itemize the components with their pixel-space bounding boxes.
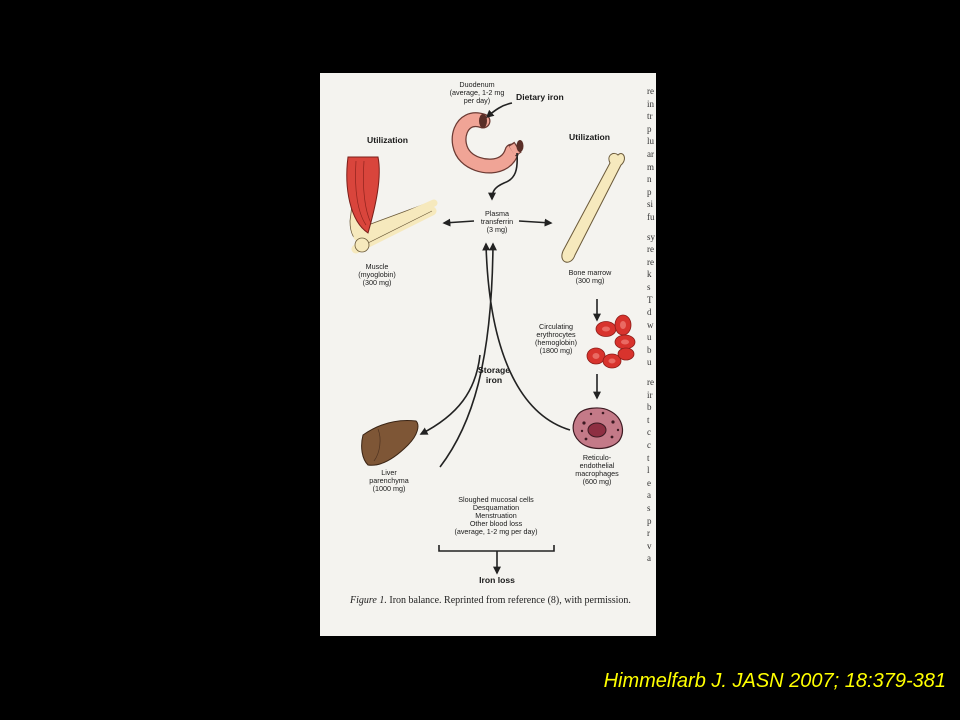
column-fragment: w [647,319,654,330]
duodenum-icon [451,112,524,174]
column-fragment: c [647,427,651,438]
column-fragment: T [647,294,653,305]
macrophages-label: Reticulo- endothelial macrophages (600 m… [575,453,619,487]
column-fragment: tr [647,111,653,122]
column-fragment: re [647,256,654,267]
column-fragment: v [647,540,652,551]
caption-label: Figure 1. [350,595,387,606]
erythrocytes-label: Circulating erythrocytes (hemoglobin) (1… [535,322,577,356]
column-fragment: n [647,174,652,185]
iron-loss-label: Iron loss [479,575,515,585]
utilization-left-label: Utilization [367,135,409,145]
iron-balance-diagram [346,102,636,575]
liver-icon [361,420,419,466]
dietary-iron-label: Dietary iron [516,92,564,102]
column-fragment: sy [647,231,656,242]
column-fragment: s [647,281,651,292]
column-fragment: d [647,307,652,318]
muscle-arm-icon [346,156,438,254]
column-fragment: e [647,477,651,488]
liver-label: Liver parenchyma (1000 mg) [369,468,409,494]
column-fragment: ar [647,148,654,159]
storage-iron-label: Storage iron [478,365,510,385]
figure-page: Duodenum (average, 1-2 mg per day) Dieta… [320,73,656,636]
column-fragment: u [647,357,652,368]
column-fragment: a [647,553,651,564]
column-fragment [647,369,656,376]
column-fragment: m [647,161,655,172]
citation-text: Himmelfarb J. JASN 2007; 18:379-381 [603,670,946,692]
bone-marrow-label: Bone marrow (300 mg) [568,268,612,286]
column-fragment: b [647,402,652,413]
bone-icon [561,152,625,263]
duodenum-label: Duodenum (average, 1-2 mg per day) [449,80,505,106]
muscle-label: Muscle (myoglobin) (300 mg) [358,262,396,288]
column-fragment: t [647,452,650,463]
column-fragment: fu [647,211,655,222]
column-fragment: re [647,377,654,388]
column-fragment: p [647,186,652,197]
column-fragment: s [647,503,651,513]
caption-text: Iron balance. Reprinted from reference (… [386,595,631,606]
column-fragment: ir [647,389,653,400]
flow-arrows [419,102,601,575]
column-fragment: u [647,332,652,343]
column-fragment: re [647,86,654,96]
column-fragment: l [647,465,650,476]
column-fragment: si [647,199,654,210]
column-fragment: b [647,344,652,355]
column-fragment: re [647,244,654,255]
column-fragment [647,224,656,231]
column-fragment: t [647,414,650,425]
plasma-transferrin-label: Plasma transferrin (3 mg) [480,209,514,235]
iron-losses-list: Sloughed mucosal cells Desquamation Mens… [454,495,538,537]
column-fragment: c [647,440,651,451]
column-fragment: r [647,528,650,539]
macrophage-icon [572,407,623,450]
column-fragment: lu [647,136,655,147]
column-fragment: p [647,515,652,526]
column-fragment: a [647,490,651,501]
column-fragment: k [647,269,652,280]
figure-caption: Figure 1. Iron balance. Reprinted from r… [350,594,650,607]
column-fragment: p [647,123,652,134]
utilization-right-label: Utilization [569,132,611,142]
column-fragment: in [647,98,655,109]
erythrocytes-icon [586,314,636,369]
